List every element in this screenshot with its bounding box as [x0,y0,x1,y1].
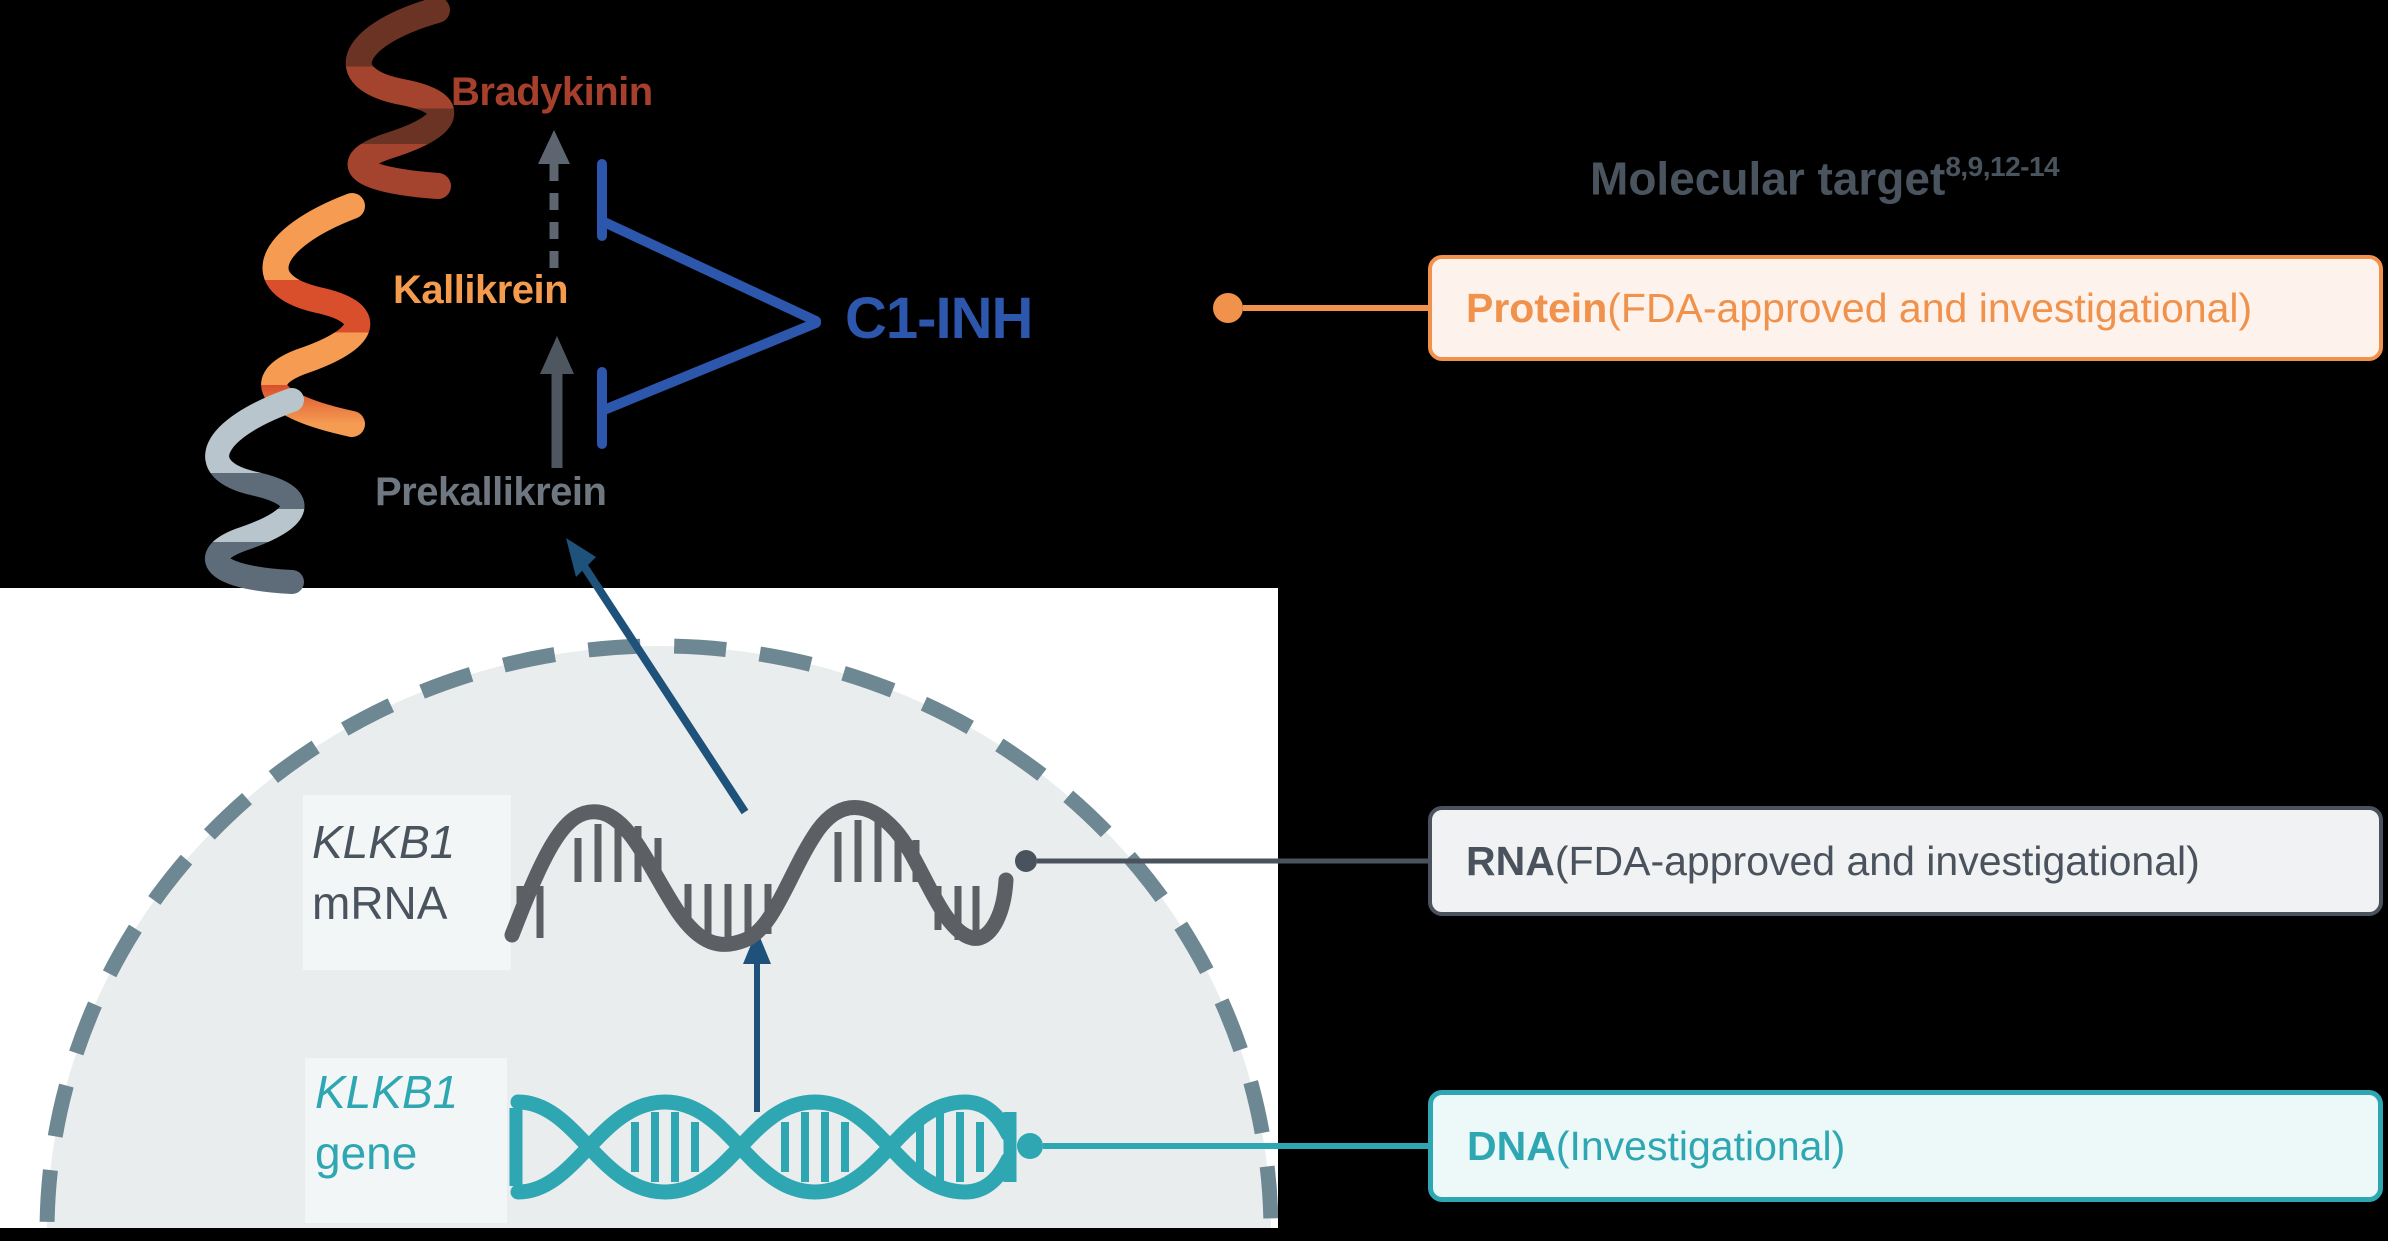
dna-target-box-title: DNA [1467,1122,1556,1169]
prekallikrein-ribbon-icon [205,388,305,594]
kallikrein-label: Kallikrein [393,268,569,312]
klkb1-mrna-label-molecule: mRNA [312,876,448,929]
molecular-target-heading: Molecular target8,9,12-14 [1590,152,2060,205]
protein-target-box-status: (FDA-approved and investigational) [1607,284,2253,331]
mrna-label-patch [303,795,511,970]
protein-target-box: Protein (FDA-approved and investigationa… [1428,255,2383,361]
gene-to-mrna-arrow [743,930,771,1112]
dna-connector [1017,1133,1428,1159]
kallikrein-to-bradykinin-dashed-arrow [538,130,570,268]
c1-inh-label: C1-INH [845,286,1033,351]
c1-inh-inhibition-symbol [597,159,821,449]
rna-connector [1015,850,1428,872]
klkb1-gene-label: KLKB1 gene [315,1062,458,1183]
molecular-target-heading-text: Molecular target [1590,152,1946,205]
klkb1-mrna-label-gene-name: KLKB1 [312,816,456,868]
heading-reference-superscript: 8,9,12-14 [1945,151,2060,182]
kallikrein-ribbon-icon [261,193,370,437]
protein-target-box-title: Protein [1466,284,1608,331]
klkb1-gene-label-gene-name: KLKB1 [315,1066,459,1118]
bradykinin-label: Bradykinin [451,70,653,114]
rna-target-box-title: RNA [1466,837,1555,884]
mrna-to-prekallikrein-arrow [566,538,749,815]
bradykinin-ribbon-icon [345,0,455,199]
rna-target-box: RNA (FDA-approved and investigational) [1428,806,2383,916]
gene-label-patch [305,1058,507,1223]
prekallikrein-to-kallikrein-arrow [540,336,574,468]
dna-target-box: DNA (Investigational) [1428,1090,2383,1202]
prekallikrein-label: Prekallikrein [375,470,607,514]
klkb1-mrna-label: KLKB1 mRNA [312,812,455,933]
mrna-icon [504,800,1014,952]
klkb1-gene-label-molecule: gene [315,1126,418,1179]
rna-target-box-status: (FDA-approved and investigational) [1554,837,2200,884]
dna-helix-icon [509,1094,1017,1200]
dna-target-box-status: (Investigational) [1555,1122,1846,1169]
protein-connector [1213,293,1428,323]
